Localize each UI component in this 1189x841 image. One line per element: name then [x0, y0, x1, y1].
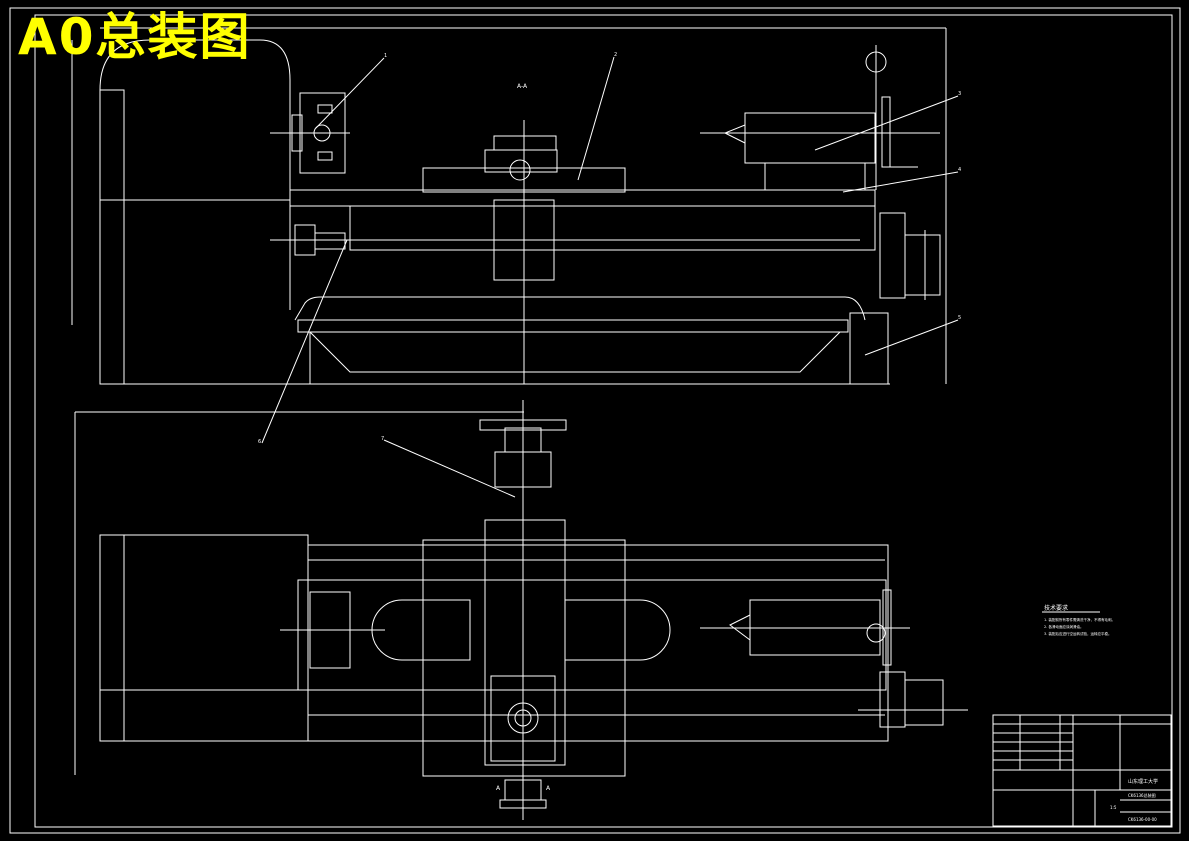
- balloon-5: 5: [958, 315, 961, 321]
- balloon-4: 4: [958, 167, 961, 173]
- section-mark-right: A: [546, 785, 551, 792]
- notes-item-3: 3. 装配后应进行空运转试验，运转应平稳。: [1044, 631, 1111, 636]
- front-view: [71, 27, 947, 385]
- sheet-title: A0总装图: [18, 8, 252, 66]
- section-label: A-A: [517, 83, 528, 90]
- outer-border: [9, 7, 1181, 834]
- leader-lines: [261, 56, 959, 498]
- inner-border: [34, 14, 1173, 828]
- title-block-scale: 1:5: [1110, 805, 1117, 810]
- title-block-drawing-name: CK6136总装图: [1128, 792, 1156, 798]
- balloon-3: 3: [958, 91, 961, 97]
- balloon-7: 7: [381, 436, 384, 442]
- title-block-drawing-no: CK6136-00-00: [1128, 817, 1157, 822]
- notes-item-1: 1. 装配前所有零件需清洗干净，不得有毛刺。: [1044, 617, 1115, 622]
- balloon-2: 2: [614, 52, 617, 58]
- balloon-1: 1: [384, 53, 387, 59]
- balloon-6: 6: [258, 439, 261, 445]
- notes-heading: 技术要求: [1044, 604, 1068, 612]
- notes-item-2: 2. 各滑动面应涂润滑油。: [1044, 624, 1083, 629]
- title-block-school: 山东理工大学: [1128, 778, 1158, 785]
- title-block-frame: [992, 714, 1172, 827]
- plan-view: [74, 400, 968, 820]
- section-mark-left: A: [496, 785, 501, 792]
